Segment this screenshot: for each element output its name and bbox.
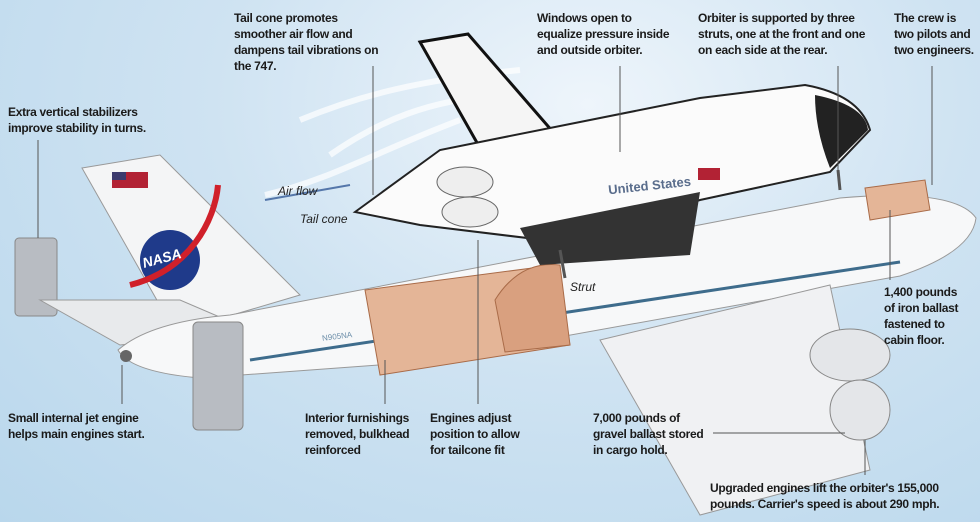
callout-line: dampens tail vibrations on: [234, 43, 379, 57]
callout-line: equalize pressure inside: [537, 27, 670, 41]
callout-line: Windows open to: [537, 11, 632, 25]
callout-struts: Orbiter is supported by three struts, on…: [698, 10, 865, 58]
leader-lines: [37, 66, 933, 475]
apu-exhaust: [120, 350, 132, 362]
air-flow-label: Air flow: [278, 184, 318, 198]
callout-line: Orbiter is supported by three: [698, 11, 855, 25]
callout-line: in cargo hold.: [593, 443, 668, 457]
orbiter-wing: [520, 192, 700, 265]
callout-crew: The crew is two pilots and two engineers…: [894, 10, 974, 58]
callout-line: Extra vertical stabilizers: [8, 105, 138, 119]
callout-line: and outside orbiter.: [537, 43, 643, 57]
left-stabilizer-fin: [14, 237, 58, 317]
callout-line: The crew is: [894, 11, 957, 25]
callout-line: smoother air flow and: [234, 27, 353, 41]
callout-line: of iron ballast: [884, 301, 959, 315]
callout-line: Tail cone promotes: [234, 11, 338, 25]
callout-line: Small internal jet engine: [8, 411, 139, 425]
callout-line: two pilots and: [894, 27, 971, 41]
callout-line: Engines adjust: [430, 411, 512, 425]
callout-line: reinforced: [305, 443, 361, 457]
air-flow-arrow: [264, 184, 351, 201]
right-stabilizer-fin: [192, 321, 244, 431]
callout-line: improve stability in turns.: [8, 121, 146, 135]
callout-engines-adjust: Engines adjust position to allow for tai…: [430, 410, 520, 458]
callout-line: position to allow: [430, 427, 520, 441]
callout-line: Upgraded engines lift the orbiter's 155,…: [710, 481, 939, 495]
callout-jet-engine: Small internal jet engine helps main eng…: [8, 410, 145, 442]
callout-line: 7,000 pounds of: [593, 411, 680, 425]
callout-furnishings: Interior furnishings removed, bulkhead r…: [305, 410, 410, 458]
callout-line: struts, one at the front and one: [698, 27, 866, 41]
callout-tail-cone: Tail cone promotes smoother air flow and…: [234, 10, 379, 74]
callout-upgraded-engines: Upgraded engines lift the orbiter's 155,…: [710, 480, 940, 512]
callout-line: helps main engines start.: [8, 427, 145, 441]
cargo-cutaway: [364, 179, 931, 376]
callout-line: two engineers.: [894, 43, 974, 57]
callout-line: cabin floor.: [884, 333, 945, 347]
callout-windows: Windows open to equalize pressure inside…: [537, 10, 670, 58]
747-wing: [599, 284, 871, 516]
struts: [558, 169, 842, 279]
callout-line: for tailcone fit: [430, 443, 505, 457]
747-engines: [809, 328, 891, 441]
callout-line: gravel ballast stored: [593, 427, 704, 441]
callout-line: the 747.: [234, 59, 277, 73]
callout-line: 1,400 pounds: [884, 285, 958, 299]
strut-label: Strut: [570, 280, 596, 294]
orbiter-nose: [815, 95, 868, 168]
callout-line: pounds. Carrier's speed is about 290 mph…: [710, 497, 940, 511]
tail-cone-label: Tail cone: [300, 212, 348, 226]
callout-line: fastened to: [884, 317, 945, 331]
callout-stabilizers: Extra vertical stabilizers improve stabi…: [8, 104, 146, 136]
callout-line: Interior furnishings: [305, 411, 410, 425]
callout-iron-ballast: 1,400 pounds of iron ballast fastened to…: [884, 284, 958, 348]
callout-line: removed, bulkhead: [305, 427, 410, 441]
orbiter-engines: [436, 166, 499, 228]
callout-gravel: 7,000 pounds of gravel ballast stored in…: [593, 410, 704, 458]
callout-line: on each side at the rear.: [698, 43, 828, 57]
us-flag-orbiter: [698, 168, 720, 180]
